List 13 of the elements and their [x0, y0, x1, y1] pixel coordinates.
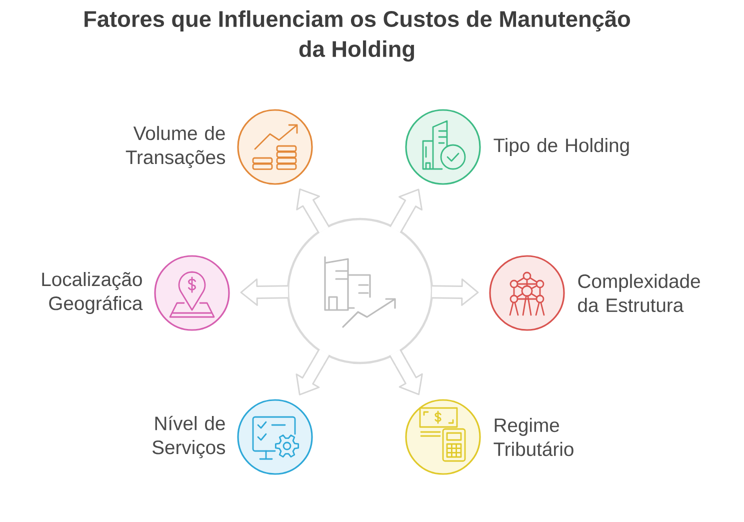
block-arrow: [394, 359, 423, 396]
factor-label: Localização Geográfica: [42, 272, 143, 314]
factor-label: Tipo de Holding: [494, 138, 629, 156]
block-arrow: [296, 359, 324, 396]
block-arrow: [431, 278, 479, 306]
block-arrow: [240, 278, 289, 306]
factor-label: Regime Tributário: [494, 418, 574, 456]
block-arrow: [396, 188, 423, 223]
factor-label: Complexidade da Estrutura: [578, 274, 700, 312]
factor-label: Nível de Serviços: [152, 416, 226, 458]
title: Fatores que Influenciam os Custos de Manutenção da Holding: [84, 10, 630, 62]
block-arrow: [296, 188, 324, 223]
factor-label: Volume de Transações: [126, 126, 226, 168]
